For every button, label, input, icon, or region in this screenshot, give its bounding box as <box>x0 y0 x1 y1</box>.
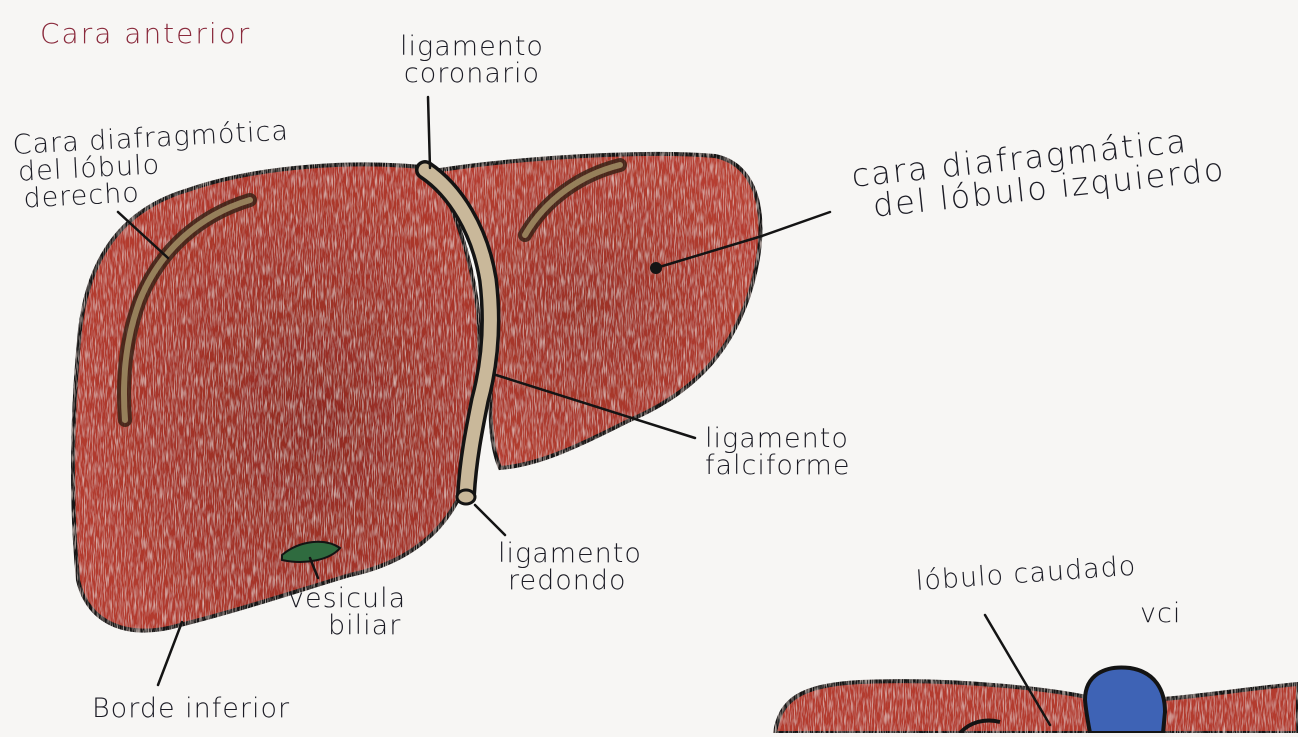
page-title: Cara anterior <box>40 20 251 48</box>
label-ligamento-redondo: ligamento redondo <box>498 540 642 594</box>
leader-coronario <box>428 97 430 168</box>
label-vesicula-biliar: vesicula biliar <box>288 585 406 639</box>
round-ligament-end <box>457 490 475 504</box>
label-vci: vci <box>1140 600 1181 627</box>
label-ligamento-falciforme: ligamento falciforme <box>705 425 850 479</box>
vci-vessel <box>1085 667 1165 733</box>
point-marker <box>650 262 662 274</box>
label-ligamento-coronario: ligamento coronario <box>372 33 572 87</box>
leader-izquierdo <box>762 212 830 236</box>
leader-borde <box>158 622 182 685</box>
right-lobe <box>73 164 480 630</box>
label-cara-diafragmatica-derecho: Cara diafragmótica del lóbulo derecho <box>12 118 292 213</box>
leader-redondo <box>475 505 505 535</box>
posterior-liver-partial <box>775 681 1298 733</box>
label-borde-inferior: Borde inferior <box>92 695 290 722</box>
